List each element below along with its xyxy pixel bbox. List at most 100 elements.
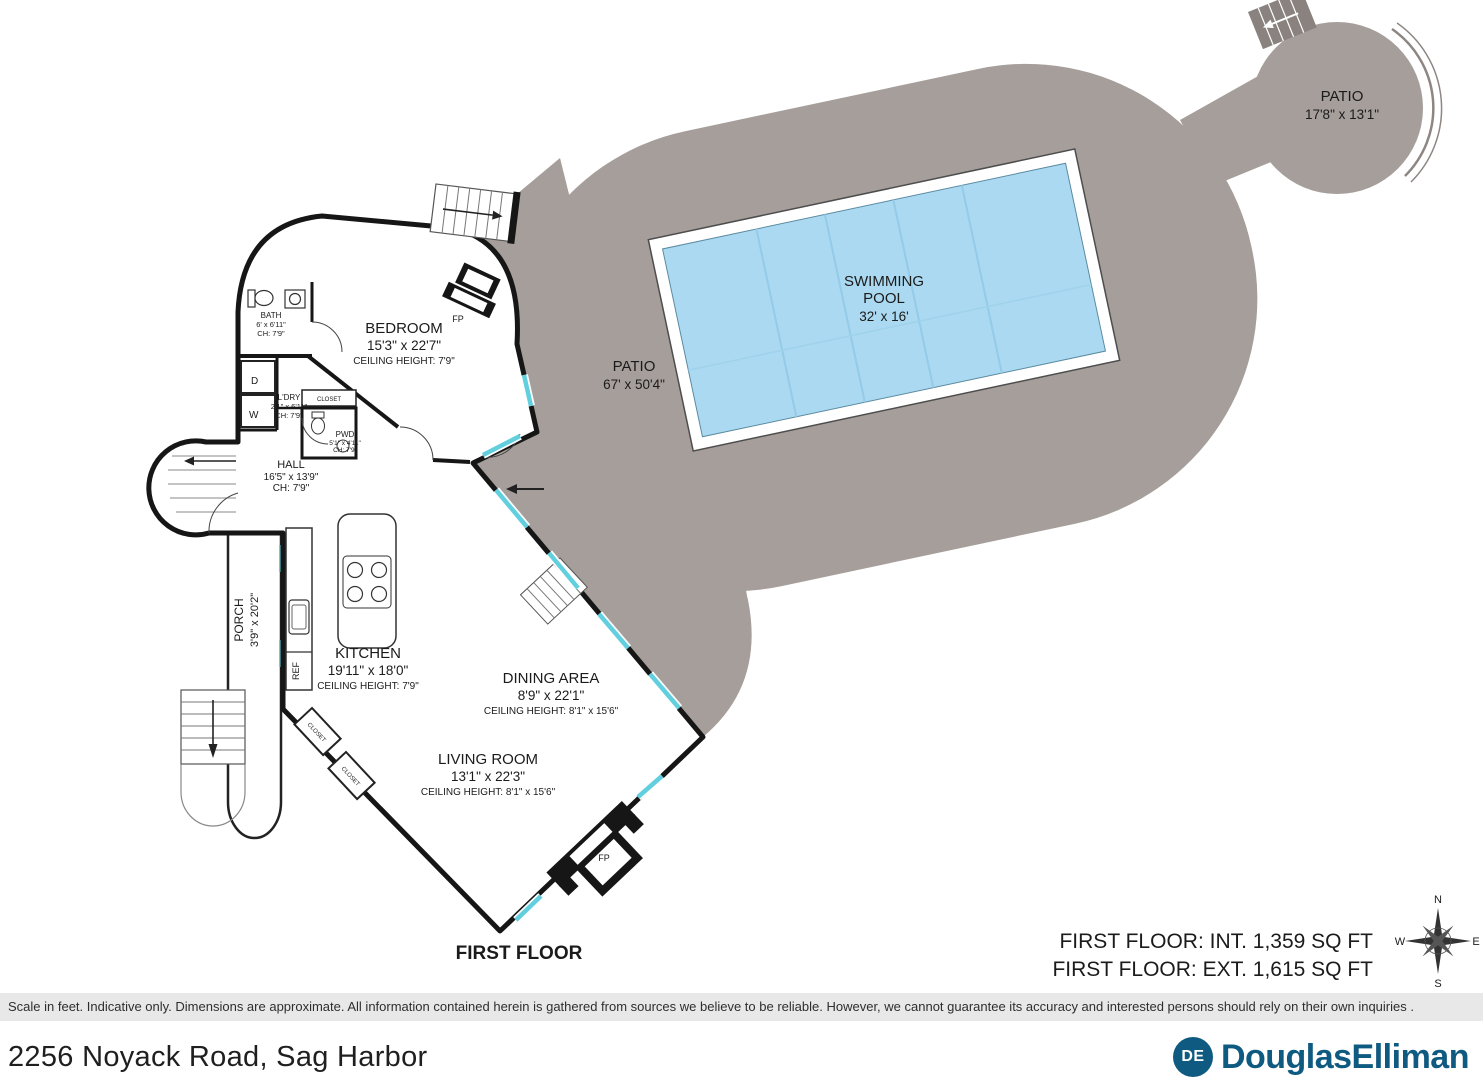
compass-w: W <box>1395 936 1406 948</box>
patio-upper-edge-arc-outer <box>1396 22 1443 183</box>
powder-dims: 5'1" x 4'11" <box>329 440 361 447</box>
window <box>514 894 543 922</box>
stair-direction-arrow <box>492 210 503 220</box>
pool-dims: 32' x 16' <box>859 309 908 324</box>
washer-icon <box>240 394 276 428</box>
bedroom-door-arc <box>399 426 434 461</box>
living-closet-1: CLOSET <box>293 706 343 757</box>
hall-ceiling: CH: 7'9" <box>273 483 310 494</box>
burner-icon <box>346 585 364 603</box>
hall-name: HALL <box>277 459 305 471</box>
porch-dims: 3'9" x 20'2" <box>249 593 261 647</box>
burner-icon <box>346 561 364 579</box>
living-name: LIVING ROOM <box>438 751 538 768</box>
hall-dims: 16'5" x 13'9" <box>264 472 319 483</box>
window <box>547 551 580 590</box>
toilet-icon <box>254 289 274 307</box>
sliding-door <box>481 433 522 458</box>
dryer-icon <box>240 360 276 394</box>
patio-main-dims: 67' x 50'4" <box>603 377 665 392</box>
fireplace-label: FP <box>598 853 610 863</box>
dining-name: DINING AREA <box>503 670 600 687</box>
toilet-icon <box>247 289 256 308</box>
burner-icon <box>370 561 388 579</box>
patio-upper-edge-arc <box>1391 27 1435 177</box>
entry-stairs <box>168 455 239 534</box>
toilet-icon <box>311 411 325 419</box>
windows <box>481 374 683 923</box>
dryer-label: D <box>251 376 258 387</box>
sink-icon <box>288 292 302 306</box>
disclaimer-text: Scale in feet. Indicative only. Dimensio… <box>8 999 1414 1014</box>
washer-label: W <box>249 410 259 421</box>
laundry-dims: 2'1" x 6'11" <box>271 402 308 411</box>
pool-name-line1: SWIMMING <box>844 273 924 290</box>
compass-n: N <box>1434 894 1442 906</box>
property-address: 2256 Noyack Road, Sag Harbor <box>8 1040 428 1073</box>
living-dims: 13'1" x 22'3" <box>451 769 525 784</box>
disclaimer-bar: Scale in feet. Indicative only. Dimensio… <box>0 993 1483 1021</box>
bath-dims: 6' x 6'11" <box>256 320 286 329</box>
stats-interior: FIRST FLOOR: INT. 1,359 SQ FT <box>1059 930 1373 953</box>
powder-door-arc <box>301 417 329 445</box>
bedroom-name: BEDROOM <box>365 320 443 337</box>
compass-e: E <box>1472 936 1479 948</box>
porch-stairs <box>180 689 246 827</box>
kitchen-dims: 19'11" x 18'0" <box>328 663 409 678</box>
room-labels: PATIO 17'8" x 13'1" SWIMMING POOL 32' x … <box>232 88 1379 798</box>
patio-upper-name: PATIO <box>1321 88 1364 105</box>
hall-closet: CLOSET <box>301 389 357 407</box>
brand-logo: DE DouglasElliman <box>1172 1037 1483 1077</box>
upper-stairs <box>429 183 521 244</box>
stove-icon <box>342 555 392 609</box>
closet-label: CLOSET <box>317 397 341 403</box>
bath-ceiling: CH: 7'9" <box>257 329 285 338</box>
window <box>521 374 534 407</box>
window <box>494 488 529 529</box>
toilet-icon <box>311 417 325 435</box>
bath-door-arc <box>311 321 343 353</box>
patio-upper-shape <box>1251 22 1443 194</box>
stats-exterior: FIRST FLOOR: EXT. 1,615 SQ FT <box>1052 958 1373 981</box>
fireplace-label: FP <box>452 314 464 324</box>
entry-door-arc <box>208 492 239 534</box>
stair-direction-arrow <box>184 456 194 466</box>
stair-direction-arrow <box>1262 19 1274 28</box>
powder-name: PWD <box>336 430 355 439</box>
living-fireplace: FP <box>546 800 644 897</box>
bedroom-ceiling: CEILING HEIGHT: 7'9" <box>353 356 455 367</box>
fridge-label: REF <box>291 661 301 680</box>
patio-upper-dims: 17'8" x 13'1" <box>1305 107 1379 122</box>
sink-icon <box>336 439 350 453</box>
kitchen-island <box>337 513 397 649</box>
living-ceiling: CEILING HEIGHT: 8'1" x 15'6" <box>421 787 556 798</box>
laundry-ceiling: CH: 7'9" <box>275 411 303 420</box>
patio-main-name: PATIO <box>613 358 656 375</box>
dining-ceiling: CEILING HEIGHT: 8'1" x 15'6" <box>484 706 619 717</box>
window <box>597 612 630 650</box>
bath-fixtures <box>247 289 306 309</box>
window <box>648 672 681 710</box>
bath-name: BATH <box>261 311 282 320</box>
compass-rose: N S W E <box>1395 894 1480 990</box>
patio-upper-stairs <box>1248 0 1317 50</box>
sink-icon <box>291 604 307 630</box>
laundry-units: D W <box>240 360 276 428</box>
kitchen-counter: REF <box>285 527 313 691</box>
swimming-pool-shape <box>647 148 1121 452</box>
porch-shape <box>226 528 283 840</box>
porch-name: PORCH <box>232 598 246 641</box>
floor-plan-svg: D W CLOSET REF CLOSET CLOSET <box>146 0 1480 990</box>
floor-title: FIRST FLOOR <box>456 943 583 964</box>
kitchen-name: KITCHEN <box>335 645 401 662</box>
brand-monogram-icon: DE <box>1172 1037 1213 1077</box>
bedroom-dims: 15'3" x 22'7" <box>367 338 441 353</box>
burner-icon <box>370 585 388 603</box>
footer: 2256 Noyack Road, Sag Harbor DE DouglasE… <box>0 1021 1483 1088</box>
dining-dims: 8'9" x 22'1" <box>518 688 585 703</box>
kitchen-ceiling: CEILING HEIGHT: 7'9" <box>317 681 419 692</box>
compass-s: S <box>1434 978 1441 988</box>
brand-name: DouglasElliman <box>1220 1037 1470 1076</box>
patio-door-arrow <box>506 484 544 494</box>
